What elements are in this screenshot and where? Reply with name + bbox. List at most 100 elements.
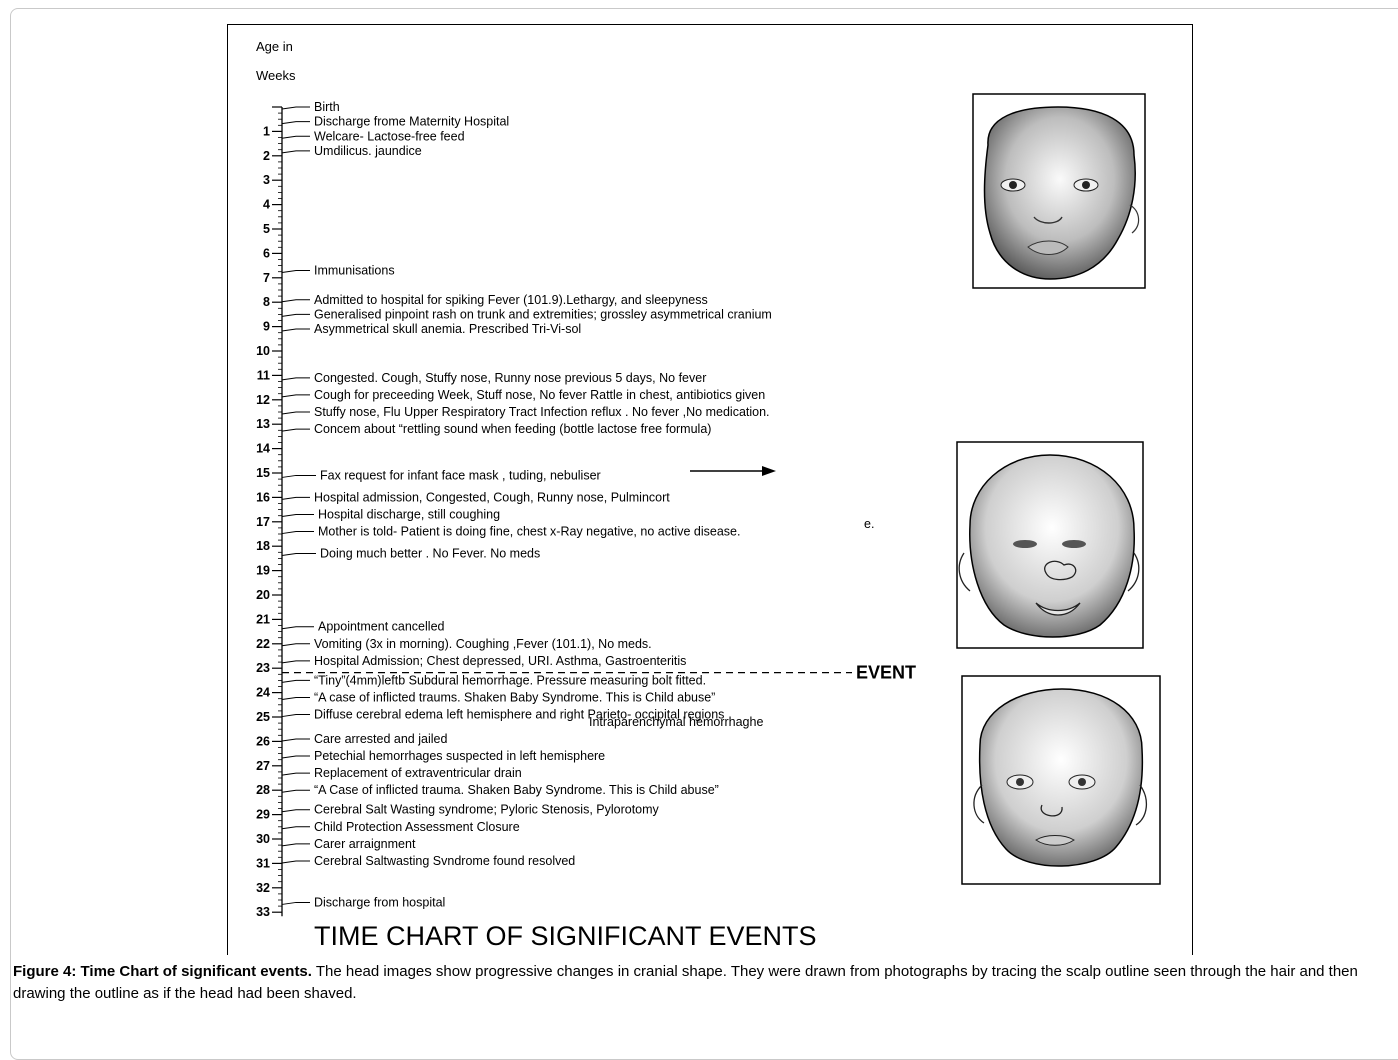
infant-head-image-3 [961,675,1161,885]
event-text: Concem about “rettling sound when feedin… [314,422,711,436]
event-leader-line [281,843,310,847]
event-leader-line [281,428,310,432]
event-leader-line [281,135,310,139]
event-text: Immunisations [314,263,395,277]
event-leader-line [281,714,310,718]
event-text: Discharge frome Maternity Hospital [314,115,509,129]
week-label: 23 [256,661,270,675]
caption-text: The head images show progressive changes… [13,963,1358,1002]
week-label: 25 [256,710,270,724]
event-leader-line [281,789,310,793]
event-text: Welcare- Lactose-free feed [314,129,465,143]
week-label: 1 [263,124,270,138]
week-label: 28 [256,783,270,797]
event-text: Child Protection Assessment Closure [314,820,520,834]
event-text: Diffuse cerebral edema left hemisphere a… [314,708,724,722]
week-label: 9 [263,320,270,334]
event-text: Birth [314,100,340,114]
event-leader-line [281,826,310,830]
event-text: Umdilicus. jaundice [314,144,422,158]
week-label: 17 [256,515,270,529]
event-text: Asymmetrical skull anemia. Prescribed Tr… [314,322,581,336]
event-text: Cerebral Saltwasting Svndrome found reso… [314,854,575,868]
week-label: 21 [256,612,270,626]
week-label: 18 [256,539,270,553]
event-text: Cough for preceeding Week, Stuff nose, N… [314,388,765,402]
event-leader-line [281,496,310,500]
event-leader-line [281,269,310,273]
event-text: Fax request for infant face mask , tudin… [320,468,601,482]
event-leader-line [281,860,310,864]
week-label: 13 [256,417,270,431]
event-text: Care arrested and jailed [314,732,447,746]
week-label: 22 [256,637,270,651]
event-text: Hospital Admission; Chest depressed, URI… [314,654,686,668]
fax-arrow-head [762,466,776,476]
event-text: Replacement of extraventricular drain [314,766,522,780]
infant-head-image-2 [956,441,1144,649]
event-leader-line [281,513,314,517]
week-label: 5 [263,222,270,236]
week-label: 11 [257,368,270,382]
week-label: 29 [256,808,270,822]
event-leader-line [281,553,316,557]
event-text: Petechial hemorrhages suspected in left … [314,749,605,763]
intraparenchymal-note: Intraparenchymal hemorrhaghe [589,715,763,729]
event-text: Congested. Cough, Stuffy nose, Runny nos… [314,371,706,385]
week-label: 7 [263,271,270,285]
event-leader-line [281,474,316,478]
week-label: 26 [256,734,270,748]
week-label: 8 [263,295,270,309]
event-text: Vomiting (3x in morning). Coughing ,Feve… [314,637,652,651]
event-leader-line [281,328,310,332]
week-label: 3 [263,173,270,187]
axis-label-line2: Weeks [256,68,296,83]
event-leader-line [281,313,310,317]
event-text: Discharge from hospital [314,895,445,909]
event-text: Appointment cancelled [318,620,445,634]
event-leader-line [281,626,314,630]
week-label: 20 [256,588,270,602]
event-leader-line [281,679,310,683]
week-label: 15 [256,466,270,480]
event-leader-line [281,377,310,381]
event-leader-line [281,809,310,813]
event-leader-line [281,121,310,125]
event-leader-line [281,755,310,759]
week-label: 2 [263,149,270,163]
event-text: Generalised pinpoint rash on trunk and e… [314,307,772,321]
figure-caption: Figure 4: Time Chart of significant even… [13,961,1385,1005]
week-label: 27 [256,759,270,773]
week-label: 10 [256,344,270,358]
week-label: 6 [263,246,270,260]
week-label: 16 [256,490,270,504]
event-text: Hospital discharge, still coughing [318,507,500,521]
event-leader-line [281,660,310,664]
event-text: Stuffy nose, Flu Upper Respiratory Tract… [314,405,770,419]
week-label: 33 [256,905,270,919]
week-label: 24 [256,686,270,700]
week-label: 4 [263,198,270,212]
event-leader-line [281,901,310,905]
event-leader-line [281,411,310,415]
event-leader-line [281,772,310,776]
event-leader-line [281,531,314,535]
week-label: 19 [256,564,270,578]
event-text: “A Case of inflicted trauma. Shaken Baby… [314,783,719,797]
event-text: Mother is told- Patient is doing fine, c… [318,525,740,539]
event-leader-line [281,643,310,647]
event-text: Admitted to hospital for spiking Fever (… [314,293,708,307]
chart-title: TIME CHART OF SIGNIFICANT EVENTS [314,921,817,951]
event-text: “A case of inflicted traums. Shaken Baby… [314,690,715,704]
event-text: “Tiny”(4mm)leftb Subdural hemorrhage. Pr… [314,673,706,687]
axis-label-line1: Age in [256,39,293,54]
event-leader-line [281,394,310,398]
week-label: 31 [256,856,270,870]
event-leader-line [281,106,310,110]
event-leader-line [281,696,310,700]
event-text: Hospital admission, Congested, Cough, Ru… [314,490,670,504]
event-leader-line [281,150,310,154]
event-leader-line [281,299,310,303]
